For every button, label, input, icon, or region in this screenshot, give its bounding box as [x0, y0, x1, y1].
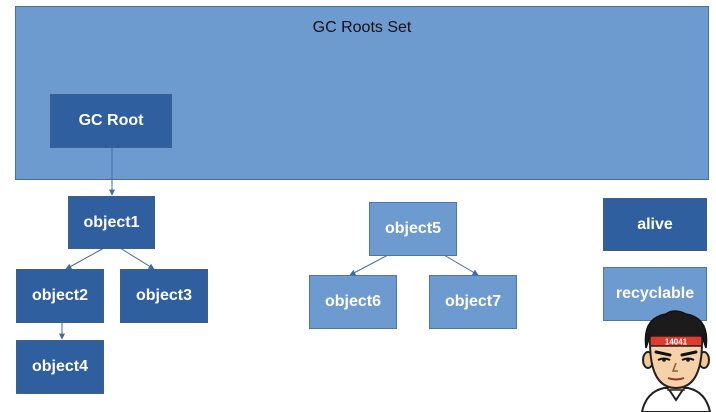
- edge-object5-object6: [349, 254, 389, 276]
- cartoon-avatar-watermark: 14041: [640, 310, 712, 412]
- gc-roots-set: GC Roots Set: [15, 6, 709, 180]
- object3-node: object3: [120, 269, 208, 323]
- object4-label: object4: [31, 358, 88, 375]
- object7-node: object7: [429, 275, 517, 329]
- object5-node: object5: [369, 202, 457, 256]
- edge-object5-object7: [443, 254, 479, 276]
- gc-root-label: GC Root: [78, 112, 144, 129]
- object1-node: object1: [68, 196, 155, 249]
- gc-roots-set-title: GC Roots Set: [312, 19, 412, 36]
- object6-label: object6: [324, 293, 381, 310]
- object6-node: object6: [309, 275, 397, 329]
- object5-label: object5: [384, 220, 441, 237]
- legend-alive: alive: [603, 198, 707, 251]
- object7-label: object7: [444, 293, 501, 310]
- legend-recyclable: recyclable: [603, 267, 707, 321]
- object2-node: object2: [16, 269, 104, 323]
- headband-text: 14041: [665, 338, 688, 347]
- edge-object1-object2: [65, 247, 105, 270]
- object4-node: object4: [16, 340, 104, 394]
- object2-label: object2: [31, 287, 88, 304]
- edge-object1-object3: [119, 247, 155, 270]
- object1-label: object1: [83, 213, 140, 231]
- gc-root-node: GC Root: [50, 94, 172, 148]
- object3-label: object3: [135, 287, 192, 304]
- legend-recyclable-label: recyclable: [615, 285, 695, 302]
- legend-alive-label: alive: [637, 215, 673, 233]
